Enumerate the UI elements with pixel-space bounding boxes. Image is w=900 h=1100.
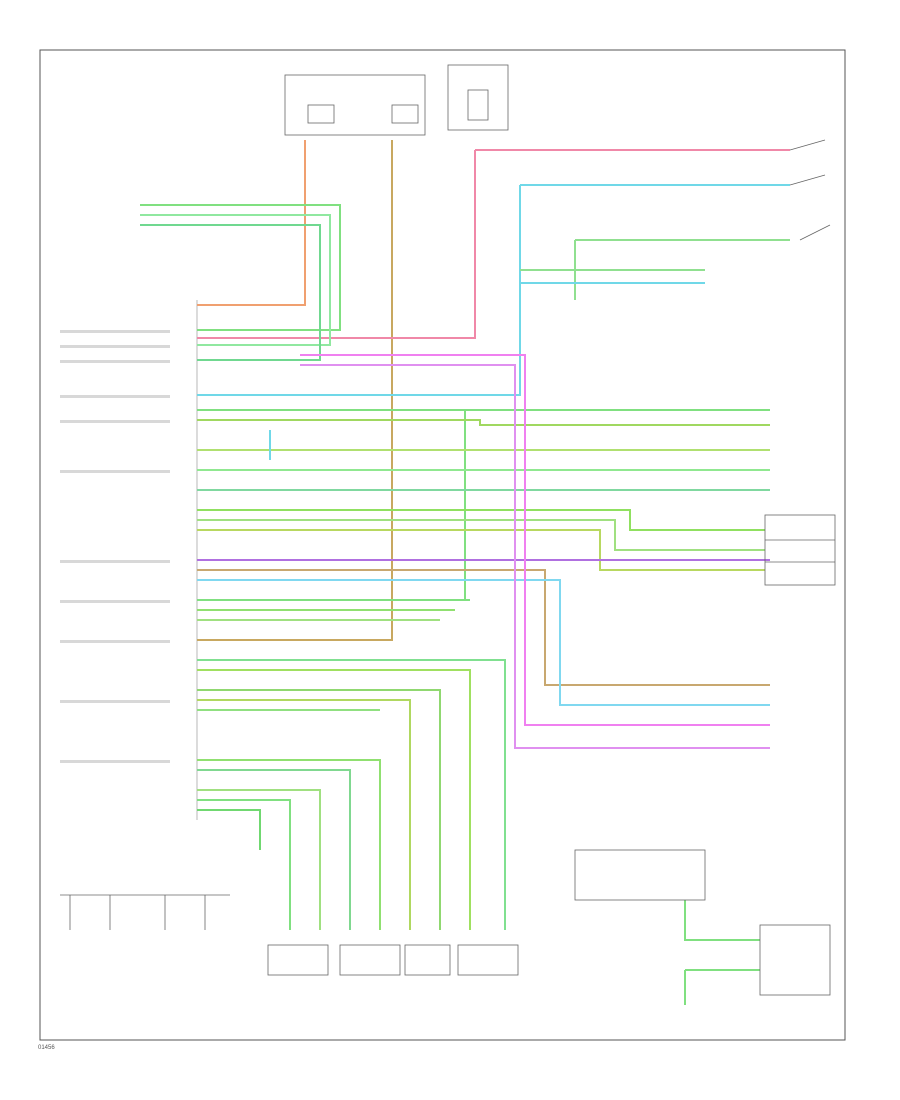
instrument-cluster	[574, 849, 831, 996]
diagram-border	[39, 49, 846, 1041]
label-marks	[60, 330, 170, 763]
footer-code: 01456	[38, 1045, 55, 1051]
wires	[140, 140, 790, 1005]
fuse-block-top	[284, 64, 509, 136]
bottom-left-switches	[60, 894, 230, 930]
brake-pressure-sensor	[764, 514, 836, 586]
right-side-switches	[789, 139, 831, 241]
wheel-speed-sensors	[267, 944, 519, 976]
